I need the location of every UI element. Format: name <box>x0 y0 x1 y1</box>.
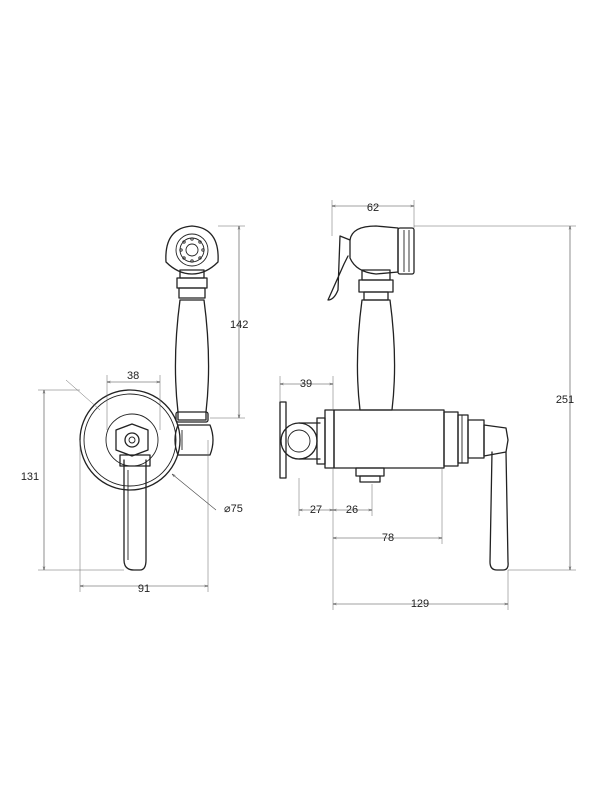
front-lever-neck <box>119 454 151 467</box>
front-shower-head <box>165 225 219 275</box>
side-wall-plate <box>324 409 335 469</box>
side-shower-body <box>356 299 396 411</box>
front-wall-plate-inner <box>83 393 177 487</box>
dim-label-78: 78 <box>382 532 394 544</box>
dim-label-142: 142 <box>230 319 248 331</box>
front-shower-body <box>174 299 210 421</box>
dim-label-75: ⌀75 <box>224 503 243 515</box>
side-outlet-flange <box>279 401 287 479</box>
side-lever-hub <box>483 424 509 457</box>
dim-label-38: 38 <box>127 370 139 382</box>
dim-label-131: 131 <box>21 471 39 483</box>
side-view: 62 39 251 27 26 78 129 <box>279 200 576 610</box>
dim-label-129: 129 <box>411 598 429 610</box>
front-shower-face <box>175 233 209 267</box>
front-nut-hole <box>124 432 140 448</box>
side-shower-trigger <box>327 235 351 301</box>
side-outlet-bore <box>287 429 311 453</box>
front-shower-nozzles <box>179 237 205 263</box>
front-hex-nut <box>115 423 149 457</box>
front-holder-bracket <box>174 424 214 456</box>
side-mixer-body <box>333 409 445 469</box>
front-lever-handle <box>123 459 147 571</box>
dim-label-26: 26 <box>346 504 358 516</box>
side-bottom-spout <box>355 467 385 477</box>
side-shower-head <box>349 225 399 275</box>
dim-leader-75 <box>172 474 217 511</box>
front-shower-base <box>175 411 209 423</box>
dim-label-39: 39 <box>300 378 312 390</box>
side-shower-face <box>397 227 415 275</box>
dim-label-27: 27 <box>310 504 322 516</box>
front-view: 142 38 131 ⌀75 91 <box>21 225 248 595</box>
dim-label-62: 62 <box>367 202 379 214</box>
dim-label-251: 251 <box>556 394 574 406</box>
dim-label-91: 91 <box>138 583 150 595</box>
side-lever-handle <box>489 451 509 571</box>
front-wall-plate <box>79 389 181 491</box>
front-nut-hole-inner <box>128 436 136 444</box>
